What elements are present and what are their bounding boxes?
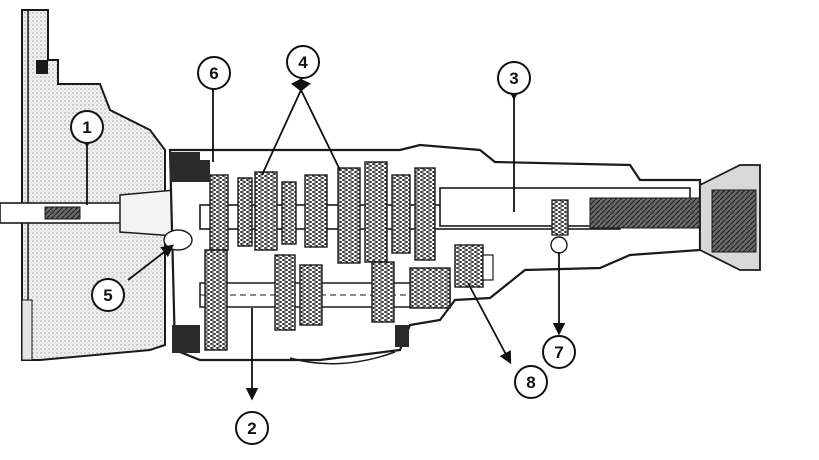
callout-label-6: 6 (209, 64, 218, 83)
callout-4: 4 (286, 45, 320, 79)
bell-housing (21, 9, 166, 361)
callout-arrows (80, 78, 566, 401)
countershaft-gears (204, 249, 451, 351)
callout-label-5: 5 (103, 286, 112, 305)
callout-label-3: 3 (509, 69, 518, 88)
callout-1: 1 (70, 110, 104, 144)
mainshaft-gears (209, 161, 436, 264)
callout-3: 3 (497, 61, 531, 95)
reverse-idler-gear (454, 244, 494, 288)
speedometer-drive-gear (550, 199, 569, 254)
callout-label-7: 7 (554, 343, 563, 362)
callout-label-8: 8 (526, 373, 535, 392)
callout-label-2: 2 (247, 419, 256, 438)
callout-7: 7 (542, 335, 576, 369)
callout-label-1: 1 (82, 118, 91, 137)
callout-5: 5 (91, 278, 125, 312)
counter-shaft (199, 282, 451, 308)
callout-8: 8 (514, 365, 548, 399)
callout-2: 2 (235, 411, 269, 445)
callout-label-4: 4 (298, 53, 308, 72)
output-yoke (699, 164, 761, 271)
callout-6: 6 (197, 56, 231, 90)
